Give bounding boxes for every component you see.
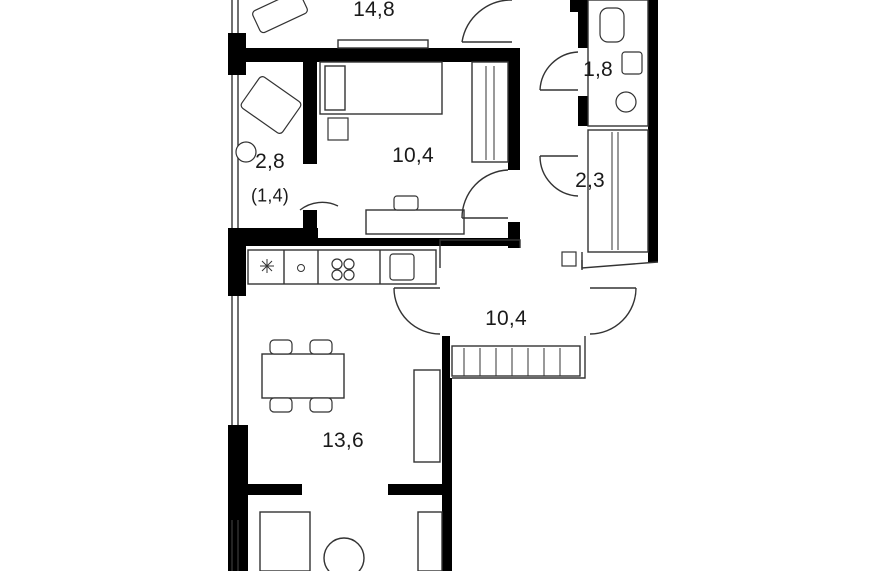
chairs [235,0,643,413]
wall-stub-left [248,484,302,495]
wall-stub-right [388,484,442,495]
wall-bedroom-left [303,62,317,164]
area-loggia: 2,8 [255,150,285,173]
wall-h-bedroom-bottom [228,228,318,246]
area-bedroom: 10,4 [392,144,434,167]
wall-h-bedroom-bottom2 [317,238,520,246]
area-storage: 2,3 [575,169,605,192]
area-loggia-sub: (1,4) [250,185,290,206]
thin-lines [231,0,659,571]
wall-left-top [228,33,246,75]
area-hallway: 10,4 [485,307,527,330]
wall-right [648,0,658,262]
wall-left-low [228,425,248,571]
wall-h-top [246,48,520,62]
wall-bath-left [578,0,588,48]
wall-bath-left2 [578,96,588,126]
doors [299,0,637,335]
wall-kitchen-right-top [442,336,450,378]
appliance-icons [260,259,305,273]
area-kitchen: 13,6 [322,429,364,452]
area-bathroom: 1,8 [583,58,613,81]
area-living-top: 14,8 [353,0,395,21]
wall-bedroom-right [508,48,520,170]
wardrobe-hatching [463,66,619,376]
wall-kitchen-right [442,378,452,571]
walls [228,0,658,571]
